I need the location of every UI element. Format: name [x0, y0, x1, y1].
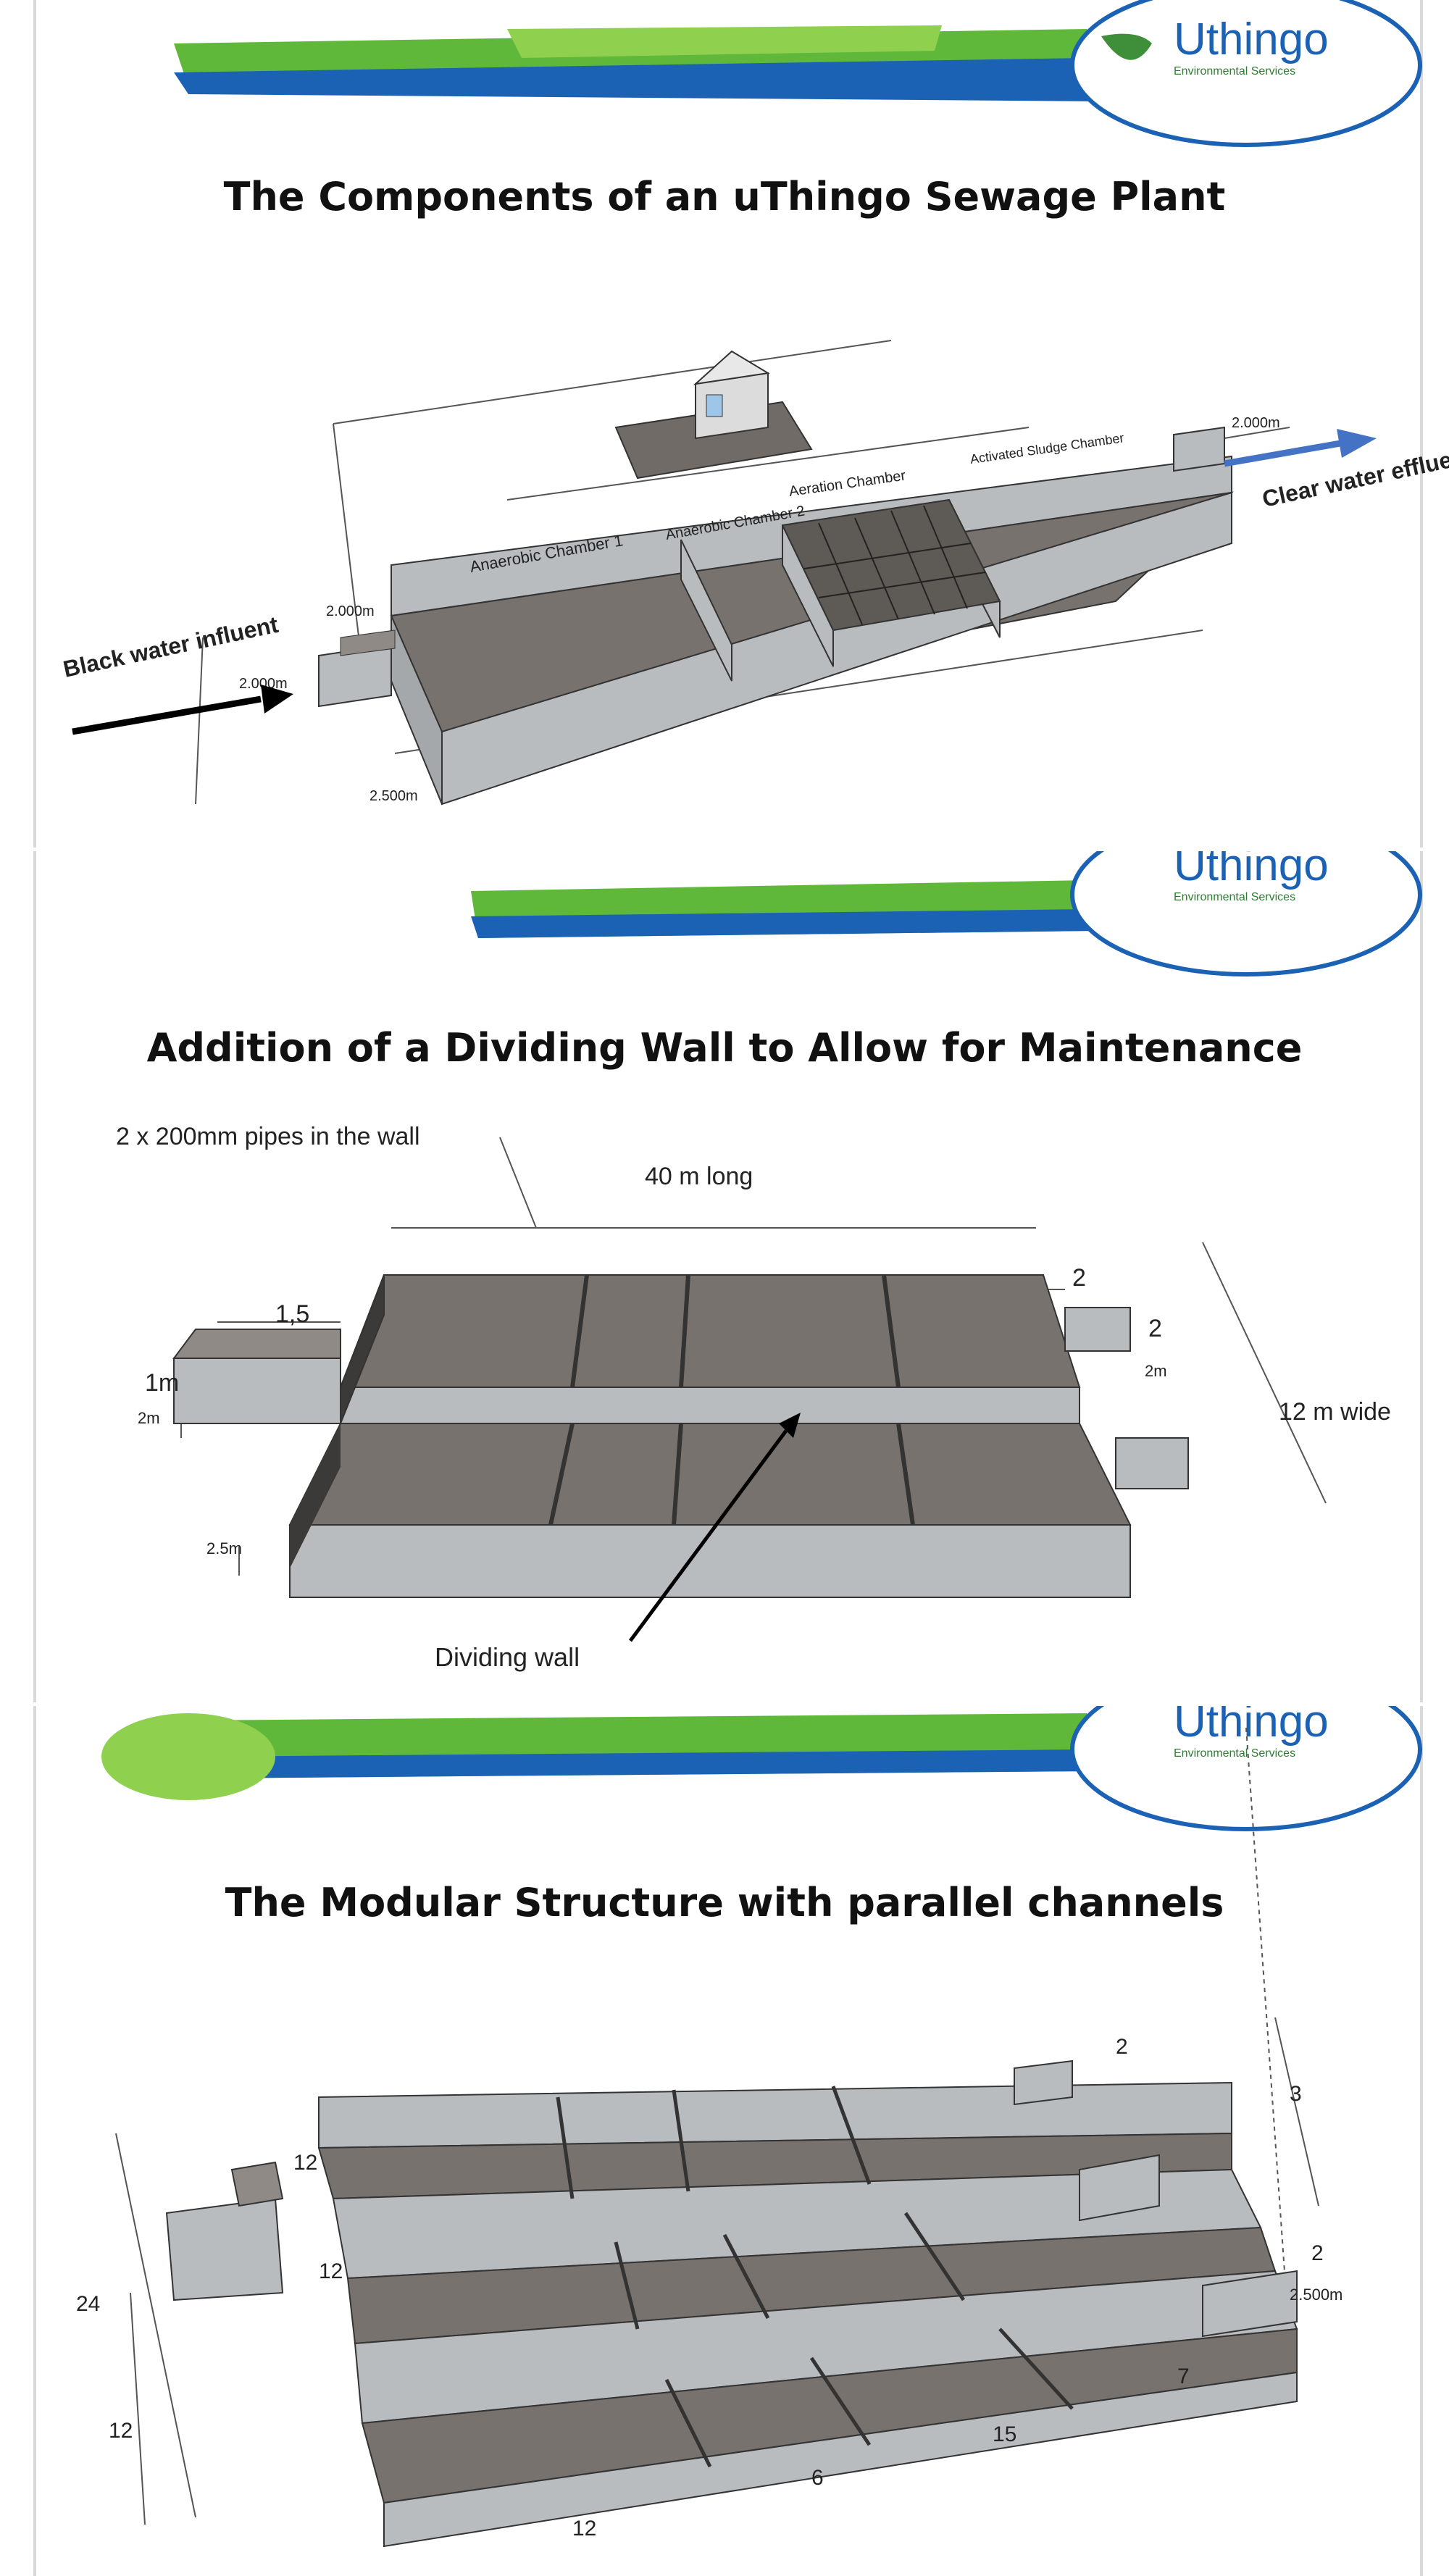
lower-tank — [288, 1423, 1132, 1598]
brand-tagline: Environmental Services — [1174, 65, 1295, 78]
dim-2500: 2.500m — [369, 788, 418, 804]
dim-left-12-mid: 12 — [319, 2259, 343, 2283]
brand-logo: Uthingo Environmental Services — [1070, 851, 1422, 977]
brand-name: Uthingo — [1174, 851, 1329, 890]
dim-bottom-15: 15 — [993, 2422, 1016, 2446]
dim-2000-left: 2.000m — [239, 676, 288, 692]
brand-tagline: Environmental Services — [1174, 891, 1295, 903]
plant-tank — [318, 426, 1235, 806]
outlet-boxes — [1064, 1307, 1189, 1489]
components-diagram: Uthingo Environmental Services — [61, 0, 1449, 806]
brand-name: Uthingo — [1174, 1706, 1329, 1747]
label-pipes: 2 x 200mm pipes in the wall — [116, 1123, 420, 1150]
dim-1m: 1m — [145, 1369, 179, 1397]
effluent-arrow — [1224, 429, 1377, 467]
panel-modular: Uthingo Environmental Services — [0, 1706, 1449, 2576]
dim-2-right: 2 — [1148, 1315, 1162, 1342]
dim-1-5: 1,5 — [275, 1300, 309, 1328]
panel-title-modular: The Modular Structure with parallel chan… — [225, 1880, 1224, 1925]
influent-arrow — [72, 685, 293, 735]
label-dividing-wall: Dividing wall — [435, 1642, 580, 1672]
panel-components: Uthingo Environmental Services — [0, 0, 1449, 851]
panel-dividing-wall: Uthingo Environmental Services — [0, 851, 1449, 1706]
header-banner — [174, 25, 1101, 101]
dim-right-2: 2 — [1311, 2241, 1324, 2265]
label-sludge: Activated Sludge Chamber — [969, 430, 1125, 467]
dimension-labels: 2.000m 2.000m 2.000m 2.500m — [239, 415, 1280, 804]
channel-bottom — [354, 2270, 1298, 2548]
dim-left-12-bottom: 12 — [109, 2419, 133, 2443]
label-length: 40 m long — [645, 1163, 753, 1190]
dim-2m-right: 2m — [1145, 1362, 1167, 1380]
dim-2m-left: 2m — [138, 1409, 160, 1427]
dimension-labels: 2 3 2 2.500m 24 12 12 12 12 6 15 7 — [76, 2035, 1342, 2541]
dim-top-2: 2 — [1116, 2035, 1128, 2059]
inlet-box — [172, 1329, 341, 1424]
control-shed — [614, 350, 813, 480]
brand-logo: Uthingo Environmental Services — [1070, 0, 1422, 147]
panel-border-right — [1420, 0, 1423, 851]
panel-title-components: The Components of an uThingo Sewage Plan… — [223, 174, 1226, 219]
dimension-labels: 2 x 200mm pipes in the wall 40 m long 12… — [116, 1123, 1391, 1672]
header-banner — [101, 1713, 1094, 1800]
brand-name: Uthingo — [1174, 14, 1329, 64]
panel-border-left — [33, 0, 36, 851]
panel-border-left — [33, 851, 36, 1706]
panel-border-left — [33, 1706, 36, 2576]
dim-right-2500: 2.500m — [1290, 2286, 1342, 2304]
outlet-boxes — [1014, 2059, 1298, 2338]
dim-left-24: 24 — [76, 2292, 100, 2316]
dim-bottom-6: 6 — [811, 2466, 824, 2490]
label-aeration: Aeration Chamber — [788, 468, 907, 500]
inlet-box — [165, 2161, 284, 2301]
dim-bottom-12: 12 — [572, 2517, 596, 2541]
dimension-lines — [180, 1137, 1327, 1576]
dim-2000-top: 2.000m — [326, 603, 375, 619]
brand-tagline: Environmental Services — [1174, 1747, 1295, 1760]
dim-top-3: 3 — [1290, 2082, 1302, 2106]
divider-pointer — [628, 1413, 801, 1642]
panel-border-right — [1420, 1706, 1423, 2576]
header-banner — [471, 880, 1094, 938]
influent-label: Black water influent — [61, 611, 281, 682]
label-width: 12 m wide — [1279, 1398, 1391, 1426]
channel-partitions — [556, 2086, 1074, 2468]
channel-middle — [332, 2168, 1277, 2345]
brand-logo: Uthingo Environmental Services — [1070, 1706, 1422, 1831]
dim-bottom-7: 7 — [1177, 2364, 1190, 2388]
panel-border-right — [1420, 851, 1423, 1706]
dim-2000-right: 2.000m — [1232, 415, 1280, 431]
panel-title-dividing-wall: Addition of a Dividing Wall to Allow for… — [146, 1025, 1303, 1071]
channel-top — [317, 2081, 1232, 2200]
modular-diagram: Uthingo Environmental Services — [76, 1706, 1422, 2548]
dim-left-12-top: 12 — [293, 2151, 317, 2175]
upper-tank — [339, 1274, 1081, 1424]
dim-2-top: 2 — [1072, 1264, 1086, 1292]
dim-2-5m: 2.5m — [206, 1539, 242, 1557]
dividing-wall-diagram: Uthingo Environmental Services — [116, 851, 1422, 1672]
